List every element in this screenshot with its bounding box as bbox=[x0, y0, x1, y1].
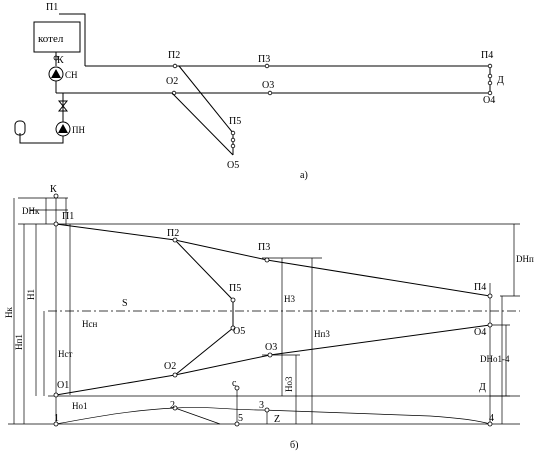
label-o4-scheme: О4 bbox=[483, 95, 495, 106]
label-h3: H3 bbox=[284, 294, 295, 304]
point-2-graph bbox=[172, 405, 178, 411]
network-pump-arrow-icon bbox=[51, 69, 61, 78]
supply-piezometric-line bbox=[55, 223, 491, 297]
consumer-node-lower bbox=[487, 80, 493, 86]
point-3-graph bbox=[264, 407, 270, 413]
label-p4-scheme: П4 bbox=[481, 50, 493, 61]
label-p2-graph: П2 bbox=[167, 228, 179, 239]
label-1: 1 bbox=[54, 413, 59, 424]
label-p1-graph: П1 bbox=[62, 211, 74, 222]
label-p3-scheme: П3 bbox=[258, 54, 270, 65]
return-piezometric-line bbox=[55, 324, 491, 396]
makeup-pump-arrow-icon bbox=[58, 124, 68, 133]
label-k-graph: К bbox=[50, 184, 57, 195]
node-p4-scheme bbox=[487, 63, 493, 69]
node-branch-mid-2 bbox=[230, 143, 236, 149]
label-p5-graph: П5 bbox=[229, 283, 241, 294]
terrain-drop-5 bbox=[174, 407, 221, 425]
label-p4-graph: П4 bbox=[474, 282, 486, 293]
branch-supply bbox=[178, 65, 234, 134]
label-p3-graph: П3 bbox=[258, 242, 270, 253]
label-dhp: DHп bbox=[516, 254, 534, 264]
node-p3-scheme bbox=[264, 63, 270, 69]
branch-return bbox=[171, 92, 234, 156]
label-dho: DHо1-4 bbox=[480, 354, 510, 364]
caption-b: б) bbox=[290, 440, 298, 451]
node-p5-scheme bbox=[230, 130, 236, 136]
label-d-graph: Д bbox=[479, 382, 486, 393]
label-o3-scheme: О3 bbox=[262, 80, 274, 91]
label-c: с bbox=[232, 378, 237, 389]
point-o5-graph bbox=[230, 325, 236, 331]
label-k-scheme: К bbox=[57, 55, 64, 66]
label-sn: СН bbox=[65, 70, 78, 80]
node-branch-mid-1 bbox=[230, 137, 236, 143]
check-valve-top-icon bbox=[57, 100, 69, 107]
consumer-node-upper bbox=[487, 73, 493, 79]
label-p5-scheme: П5 bbox=[229, 116, 241, 127]
label-o5-graph: О5 bbox=[233, 326, 245, 337]
label-ho3: Hо3 bbox=[284, 376, 294, 392]
point-o1-graph bbox=[53, 392, 59, 398]
label-3: 3 bbox=[259, 400, 264, 411]
label-o4-graph: О4 bbox=[474, 327, 486, 338]
point-p3-graph bbox=[264, 257, 270, 263]
graph-b: К П1 П2 П3 П4 П5 О5 О1 О2 О3 О4 S с Д Z … bbox=[4, 184, 534, 451]
label-hp3: Hп3 bbox=[314, 329, 330, 339]
branch-piezometric-line bbox=[174, 239, 234, 376]
point-o3-graph bbox=[267, 352, 273, 358]
point-4-graph bbox=[487, 421, 493, 427]
point-p1-graph bbox=[53, 221, 59, 227]
point-k-graph bbox=[53, 193, 59, 199]
label-hk: Hк bbox=[4, 307, 14, 318]
scheme-a: П1 котел К СН Д П2 П3 П4 О2 О3 О4 bbox=[14, 2, 504, 181]
point-c-graph bbox=[234, 385, 240, 391]
label-hn1: Hп1 bbox=[14, 334, 24, 350]
label-dhk: DHк bbox=[22, 206, 40, 216]
point-p4-graph bbox=[487, 293, 493, 299]
boiler-box bbox=[33, 21, 81, 53]
point-p2-graph bbox=[172, 237, 178, 243]
node-o4-scheme bbox=[487, 90, 493, 96]
label-o1-graph: О1 bbox=[57, 380, 69, 391]
terrain-profile bbox=[55, 407, 491, 425]
label-z: Z bbox=[274, 414, 280, 425]
label-o5-scheme: О5 bbox=[227, 160, 239, 171]
label-h1: H1 bbox=[26, 289, 36, 300]
label-ho1: Hо1 bbox=[72, 401, 88, 411]
node-o3-scheme bbox=[267, 90, 273, 96]
check-valve-bottom-icon bbox=[57, 105, 69, 112]
label-hsn: Hсн bbox=[82, 319, 97, 329]
point-o2-graph bbox=[172, 372, 178, 378]
caption-a: а) bbox=[300, 170, 308, 181]
label-o3-graph: О3 bbox=[265, 342, 277, 353]
label-p2-scheme: П2 bbox=[168, 50, 180, 61]
point-o4-graph bbox=[487, 322, 493, 328]
label-o2-graph: О2 bbox=[164, 361, 176, 372]
point-5-graph bbox=[234, 421, 240, 427]
supply-lead-p1 bbox=[59, 13, 86, 66]
makeup-tank-line bbox=[19, 133, 64, 144]
node-p2-scheme bbox=[172, 63, 178, 69]
point-p5-graph bbox=[230, 297, 236, 303]
label-d-scheme: Д bbox=[497, 75, 504, 86]
label-pn: ПН bbox=[72, 125, 85, 135]
label-2: 2 bbox=[170, 400, 175, 411]
makeup-tank-icon bbox=[14, 120, 26, 136]
label-p1-scheme: П1 bbox=[46, 2, 58, 13]
label-5: 5 bbox=[238, 413, 243, 424]
boiler-label: котел bbox=[38, 33, 64, 45]
label-4: 4 bbox=[489, 413, 494, 424]
label-o2-scheme: О2 bbox=[166, 76, 178, 87]
point-1-graph bbox=[53, 421, 59, 427]
label-s: S bbox=[122, 298, 128, 309]
label-hst: Hст bbox=[58, 349, 72, 359]
